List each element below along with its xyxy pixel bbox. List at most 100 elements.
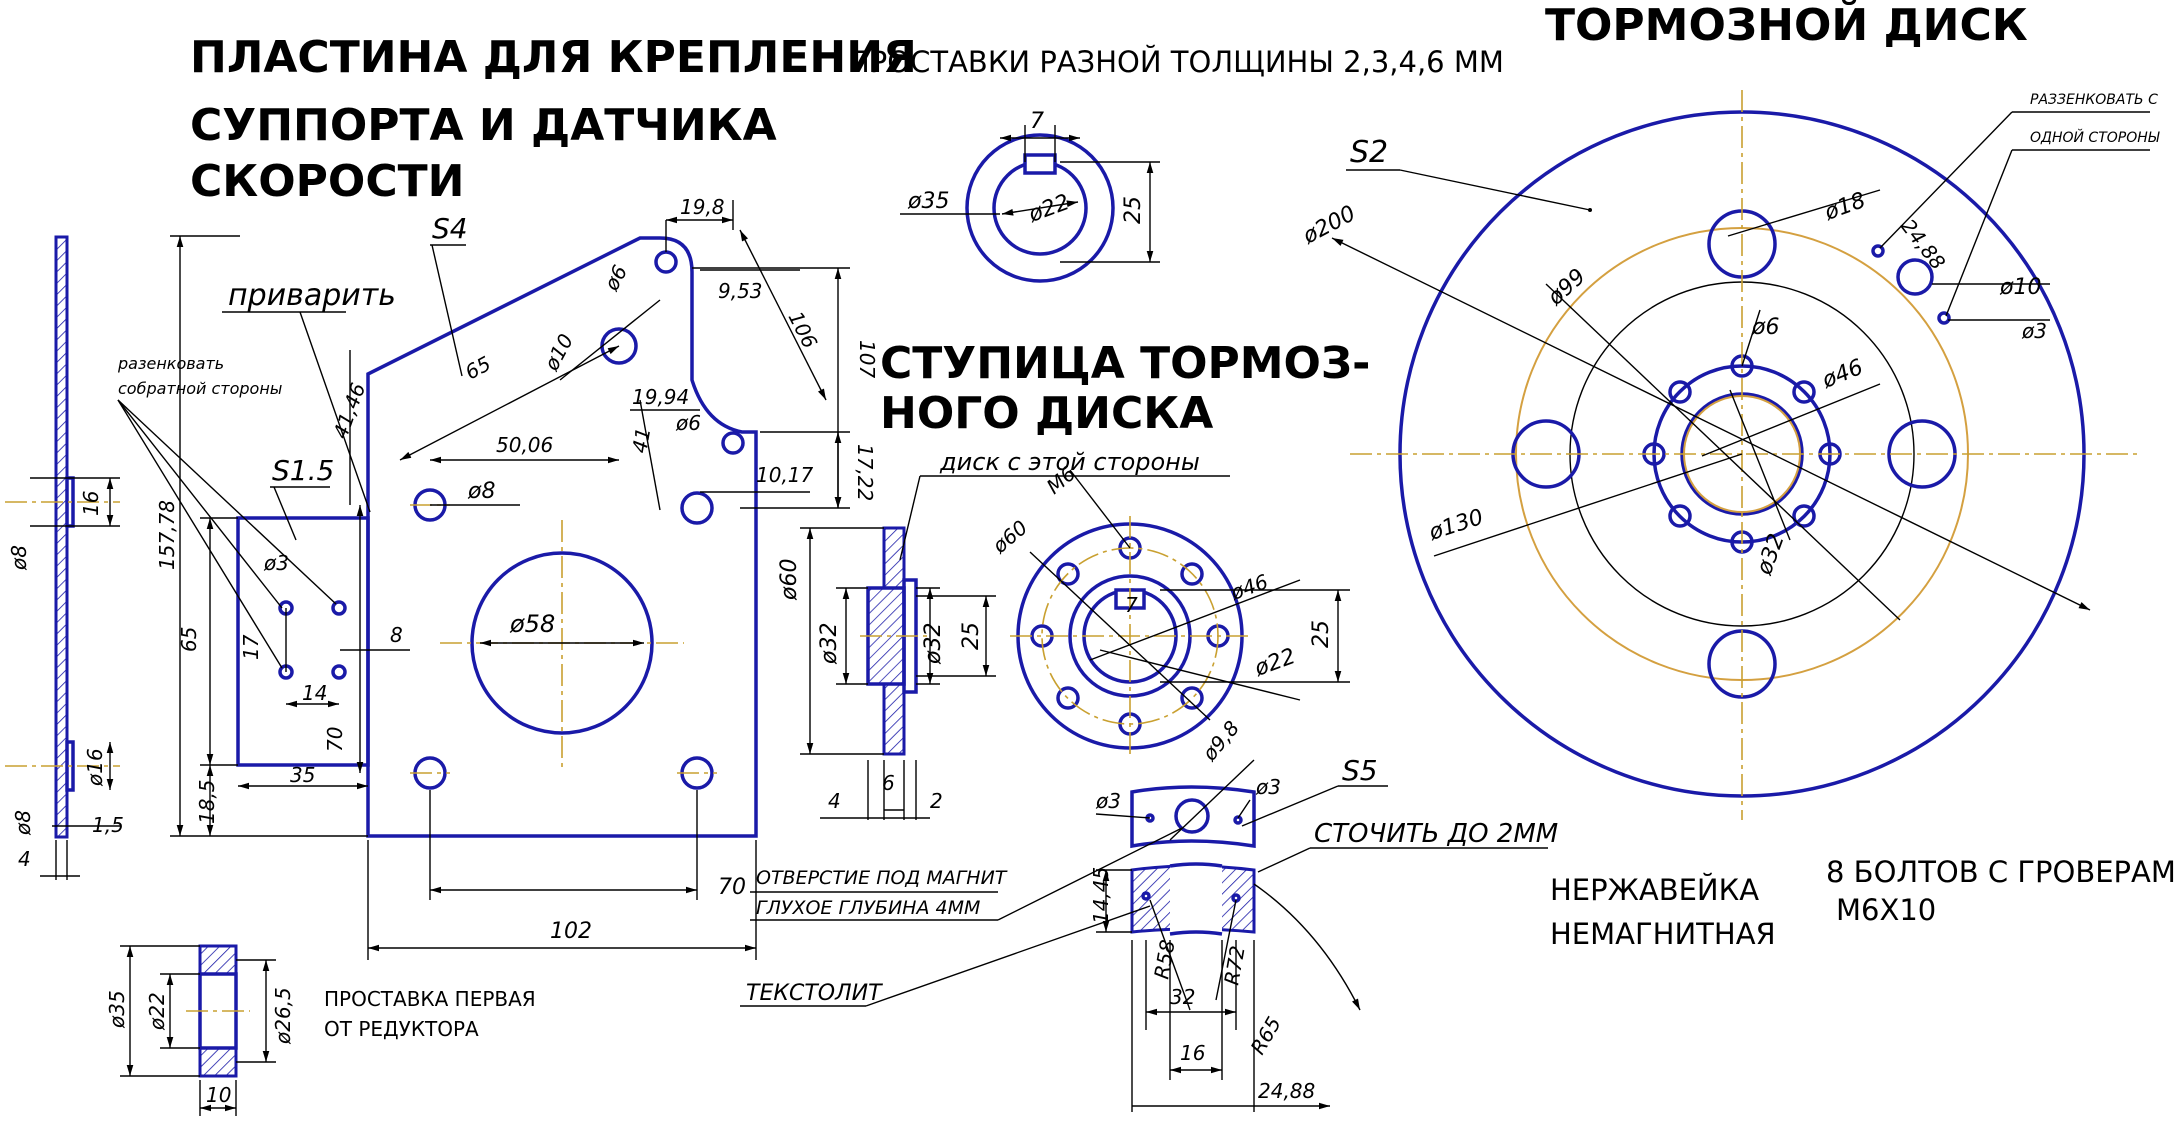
dim-8: 8	[390, 623, 403, 647]
spacer-dim-7: 7	[1030, 109, 1044, 134]
disc-dim-d6: ø6	[1751, 315, 1779, 340]
hub-section: ø60 ø32 ø32 25 6 4 2 диск с этой стороны	[777, 448, 1230, 820]
first-spacer-dim-d22: ø22	[145, 992, 169, 1031]
hub-front-dim-d22: ø22	[1251, 644, 1299, 682]
plate-outline	[366, 236, 758, 838]
first-spacer-section: ø35 ø22 ø26,5 10 ПРОСТАВКА ПЕРВАЯ ОТ РЕД…	[105, 944, 536, 1116]
dim-106-vertical: 107	[855, 340, 879, 378]
material-line2: НЕМАГНИТНАЯ	[1550, 917, 1776, 951]
disc-dim-d130: ø130	[1425, 505, 1486, 546]
textolite-dim-d9-8: ø9,8	[1197, 716, 1244, 766]
disc-dim-d10: ø10	[1999, 275, 2041, 300]
hub-front-dim-d60: ø60	[987, 515, 1032, 558]
dim-70-horizontal: 70	[718, 875, 746, 900]
textolite-dim-32: 32	[1170, 985, 1195, 1009]
dim-14: 14	[302, 681, 327, 705]
side-dim-8b: ø8	[11, 810, 35, 836]
spacer-ring: 7 ø35 ø22 25	[900, 109, 1160, 283]
thickness-s5: S5	[1342, 754, 1378, 787]
textolite-dim-r72: R72	[1219, 944, 1249, 987]
spacers-title: ПРОСТАВКИ РАЗНОЙ ТОЛЩИНЫ 2,3,4,6 ММ	[848, 45, 1504, 79]
spacer-dim-d35: ø35	[907, 189, 949, 214]
titles: ПЛАСТИНА ДЛЯ КРЕПЛЕНИЯ СУППОРТА И ДАТЧИК…	[190, 0, 2028, 439]
hub-front-dim-25: 25	[1309, 620, 1334, 648]
dim-157-78: 157,78	[155, 500, 179, 570]
textolite-dim-d3-left: ø3	[1095, 789, 1121, 813]
disc-dim-d3: ø3	[2021, 319, 2047, 343]
dim-50-06: 50,06	[496, 433, 553, 457]
grind-note: СТОЧИТЬ ДО 2ММ	[1314, 819, 1558, 849]
spacer-dim-25: 25	[1121, 196, 1146, 224]
bolts-line2: М6Х10	[1836, 893, 1936, 927]
disc-dim-d46: ø46	[1818, 355, 1867, 394]
dim-106: 106	[784, 307, 823, 352]
first-spacer-note-line2: ОТ РЕДУКТОРА	[324, 1017, 479, 1041]
spacer-dim-d22: ø22	[1025, 190, 1073, 228]
side-dim-8a: ø8	[7, 545, 31, 571]
disc-dim-d200: ø200	[1298, 201, 1360, 250]
first-spacer-dim-d35: ø35	[105, 990, 129, 1029]
dim-41: 41	[627, 426, 655, 455]
countersink-note-line2: собратной стороны	[118, 379, 282, 398]
plate-title-line2: СУППОРТА И ДАТЧИКА	[190, 100, 777, 151]
first-spacer-note-line1: ПРОСТАВКА ПЕРВАЯ	[324, 987, 536, 1011]
side-plate-section	[54, 235, 69, 839]
dim-d6-top: ø6	[599, 261, 632, 295]
dim-18-5: 18,5	[195, 779, 219, 824]
textolite-dim-r65: R65	[1246, 1012, 1286, 1058]
bolts-line1: 8 БОЛТОВ С ГРОВЕРАМИ	[1826, 855, 2177, 889]
magnet-hole-line1: ОТВЕРСТИЕ ПОД МАГНИТ	[756, 867, 1008, 889]
disc-countersink-line1: РАЗЗЕНКОВАТЬ С	[2030, 92, 2158, 108]
hub-front-view: M6 ø60 7 ø46 25 ø22	[987, 461, 1350, 756]
dim-102: 102	[550, 919, 592, 944]
dim-d58: ø58	[509, 610, 555, 638]
disc-dim-d99: ø99	[1543, 264, 1591, 311]
hub-title-line1: СТУПИЦА ТОРМОЗ-	[880, 338, 1370, 389]
thickness-s2: S2	[1350, 135, 1388, 170]
dim-10-17: 10,17	[756, 463, 814, 487]
magnet-hole-line2: ГЛУХОЕ ГЛУБИНА 4ММ	[756, 897, 980, 919]
dim-17-22: 17,22	[853, 444, 877, 501]
thickness-s1-5: S1.5	[272, 454, 334, 487]
plate-title-line1: ПЛАСТИНА ДЛЯ КРЕПЛЕНИЯ	[190, 32, 917, 83]
hub-dim-d32-left: ø32	[817, 623, 842, 665]
dim-19-8: 19,8	[680, 195, 725, 219]
disc-side-note: диск с этой стороны	[939, 448, 1200, 476]
plate-notes: приварить разенковать собратной стороны …	[117, 212, 468, 669]
hub-front-dim-7: 7	[1125, 593, 1138, 617]
disc-countersink-line2: ОДНОЙ СТОРОНЫ	[2030, 128, 2160, 146]
dim-d3: ø3	[263, 551, 289, 575]
first-spacer-dim-d26-5: ø26,5	[271, 987, 295, 1045]
side-dim-1-5: 1,5	[92, 813, 124, 837]
countersink-note-line1: разенковать	[117, 354, 224, 373]
hub-dim-2: 2	[930, 789, 943, 813]
textolite-dim-d3-right: ø3	[1255, 775, 1281, 799]
textolite-dim-16: 16	[1180, 1041, 1205, 1065]
hub-dim-25: 25	[959, 622, 984, 650]
textolite-dim-24-88: 24,88	[1258, 1079, 1315, 1103]
plate-title-line3: СКОРОСТИ	[190, 156, 464, 207]
dim-9-53: 9,53	[718, 279, 763, 303]
side-dim-16b: ø16	[83, 748, 107, 787]
disc-dim-d32: ø32	[1752, 531, 1790, 579]
side-dim-4: 4	[18, 847, 31, 871]
textolite-dim-14-45: 14,45	[1089, 867, 1113, 924]
hub-title-line2: НОГО ДИСКА	[880, 388, 1213, 439]
hub-dim-6: 6	[882, 771, 895, 795]
dim-35: 35	[290, 763, 315, 787]
mounting-plate	[236, 236, 758, 838]
first-spacer-dim-10: 10	[206, 1083, 231, 1107]
central-hole	[470, 551, 654, 735]
dim-70-vertical: 70	[323, 727, 347, 752]
textolite-piece: ø3 ø9,8 ø3 S5 СТОЧИТЬ ДО 2ММ 14,45 R58 R…	[740, 716, 1558, 1112]
brake-disc: ø200 ø99 ø18 ø130 ø6 ø46 ø32 24,88 ø10 ø…	[1298, 90, 2160, 820]
textolite-dim-r58: R58	[1149, 938, 1179, 981]
disc-title: ТОРМОЗНОЙ ДИСК	[1545, 0, 2028, 51]
plate-side-view: 16 ø8 ø16 ø8 1,5 4	[5, 235, 124, 880]
hub-dim-d60: ø60	[777, 559, 802, 601]
spec-notes: НЕРЖАВЕЙКА НЕМАГНИТНАЯ 8 БОЛТОВ С ГРОВЕР…	[1550, 855, 2177, 951]
dim-17: 17	[239, 634, 263, 660]
thickness-s4: S4	[432, 212, 468, 245]
weld-note: приварить	[228, 278, 396, 313]
